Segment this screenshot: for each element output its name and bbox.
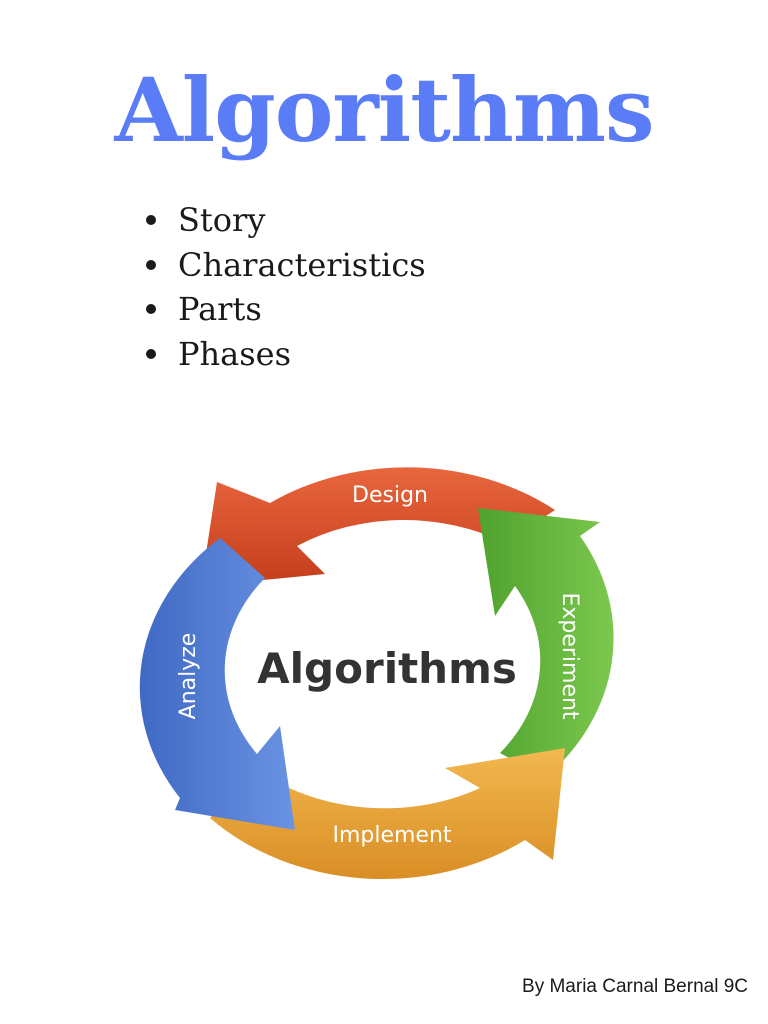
analyze-arrow <box>139 538 295 830</box>
design-label: Design <box>352 483 428 508</box>
page-title: Algorithms <box>114 58 654 162</box>
experiment-label: Experiment <box>557 592 582 719</box>
topic-label: Story <box>178 201 266 239</box>
analyze-label: Analyze <box>176 633 201 720</box>
bullet-icon <box>146 304 156 314</box>
topic-list: Story Characteristics Parts Phases <box>146 198 426 377</box>
experiment-arrow <box>478 508 614 778</box>
bullet-icon <box>146 259 156 270</box>
bullet-icon <box>146 348 156 359</box>
list-item: Phases <box>146 332 426 377</box>
topic-label: Characteristics <box>178 245 426 284</box>
topic-label: Phases <box>178 334 291 373</box>
list-item: Story <box>146 198 426 243</box>
algorithm-cycle-diagram: Design Experiment Implement Analyze Algo… <box>135 448 635 888</box>
list-item: Characteristics <box>146 243 426 288</box>
author-byline: By Maria Carnal Bernal 9C <box>522 976 748 997</box>
implement-arrow <box>210 748 565 880</box>
bullet-icon <box>146 215 156 225</box>
cycle-center-label: Algorithms <box>257 644 517 693</box>
cycle-svg: Design Experiment Implement Analyze Algo… <box>139 467 614 880</box>
implement-label: Implement <box>332 823 451 848</box>
list-item: Parts <box>146 287 426 332</box>
topic-label: Parts <box>178 290 262 328</box>
design-arrow <box>201 467 555 586</box>
